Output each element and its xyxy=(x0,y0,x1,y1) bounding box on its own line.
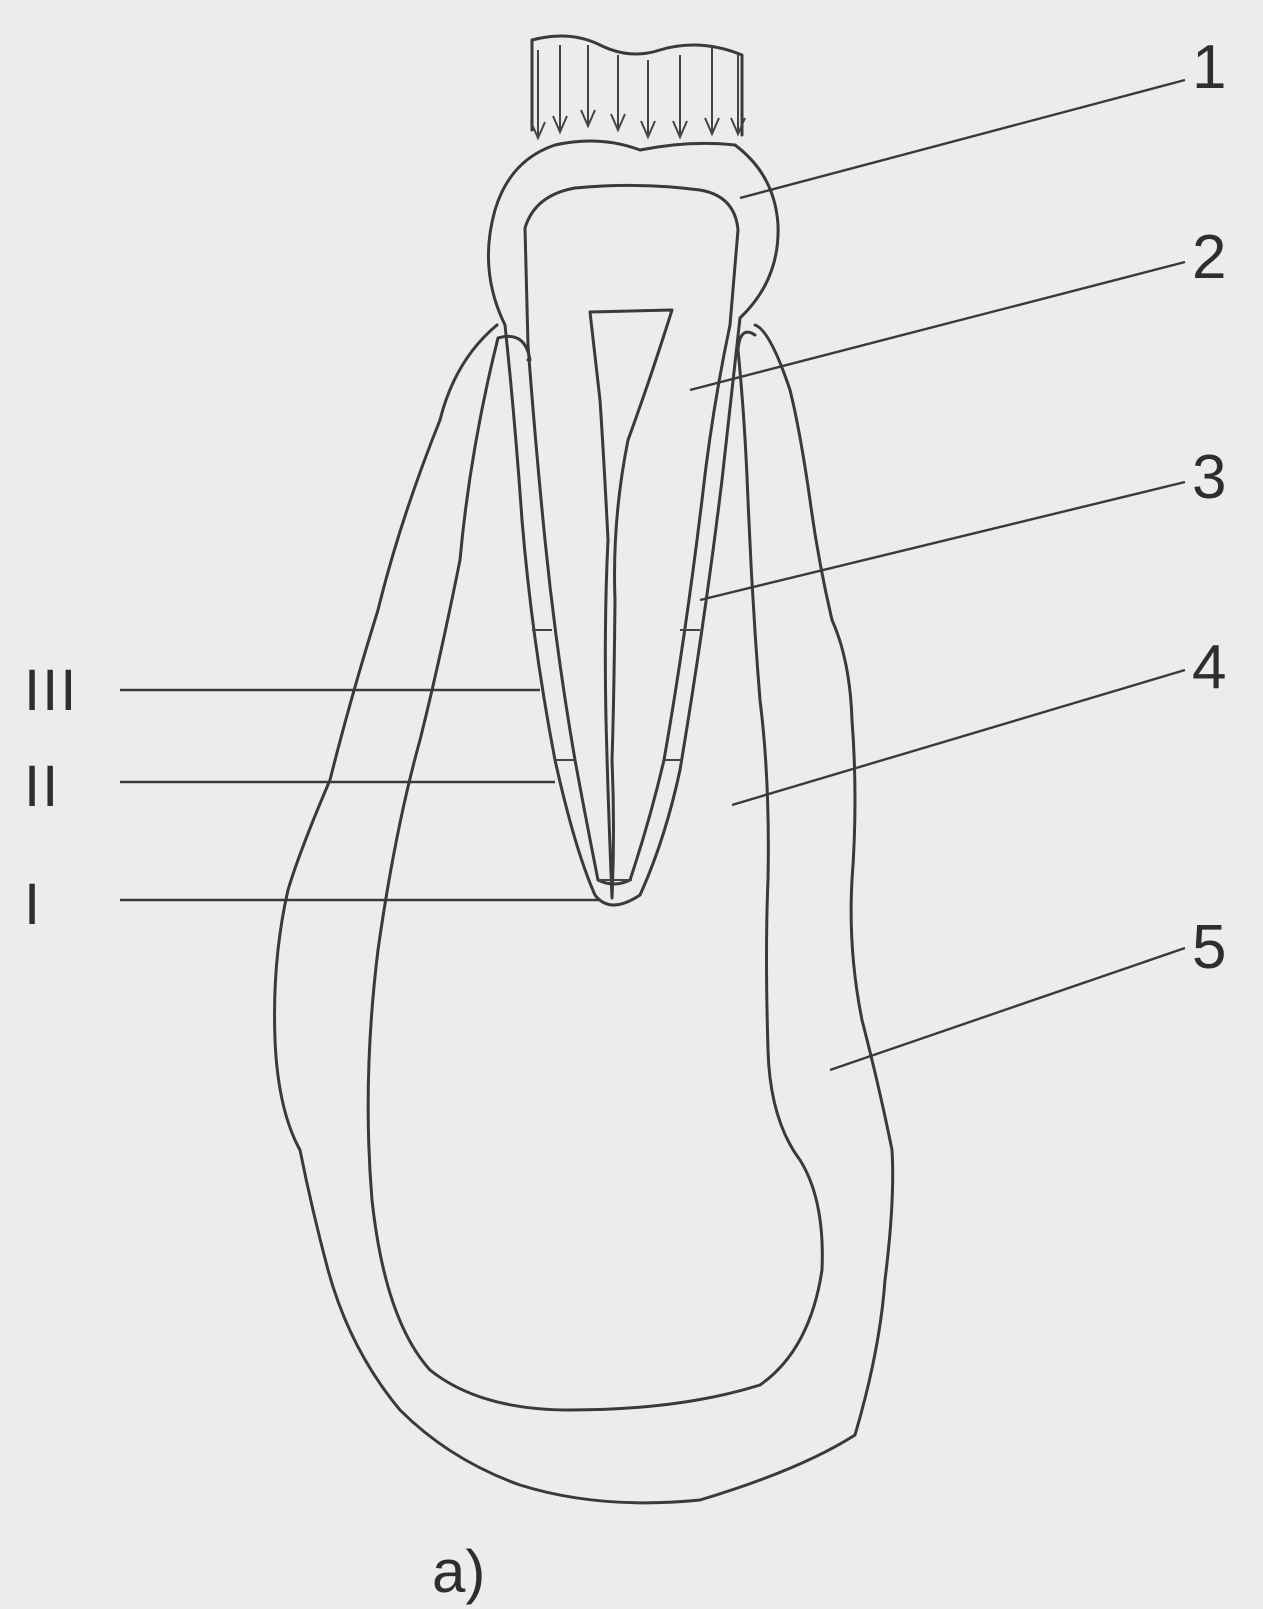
label-roman-two: II xyxy=(24,754,60,819)
pulp-canal xyxy=(590,310,672,898)
label-roman-one: I xyxy=(24,872,42,937)
zone-dividers xyxy=(532,630,700,880)
root-inner xyxy=(528,325,730,884)
crown-enamel-outline xyxy=(488,141,778,325)
leader-3 xyxy=(700,482,1185,600)
label-5: 5 xyxy=(1192,913,1226,982)
label-4: 4 xyxy=(1192,633,1226,702)
label-2: 2 xyxy=(1192,223,1226,292)
load-arrows xyxy=(531,36,745,138)
bone-outer xyxy=(275,325,893,1503)
label-3: 3 xyxy=(1192,443,1226,512)
leader-4 xyxy=(732,670,1185,805)
label-roman-three: III xyxy=(24,658,78,723)
leader-1 xyxy=(740,80,1185,198)
root-outer xyxy=(505,318,740,905)
figure-caption: a) xyxy=(432,1538,485,1605)
label-1: 1 xyxy=(1192,33,1226,102)
dentin-outline xyxy=(525,185,738,345)
leader-2 xyxy=(690,262,1185,390)
leader-5 xyxy=(830,948,1185,1070)
